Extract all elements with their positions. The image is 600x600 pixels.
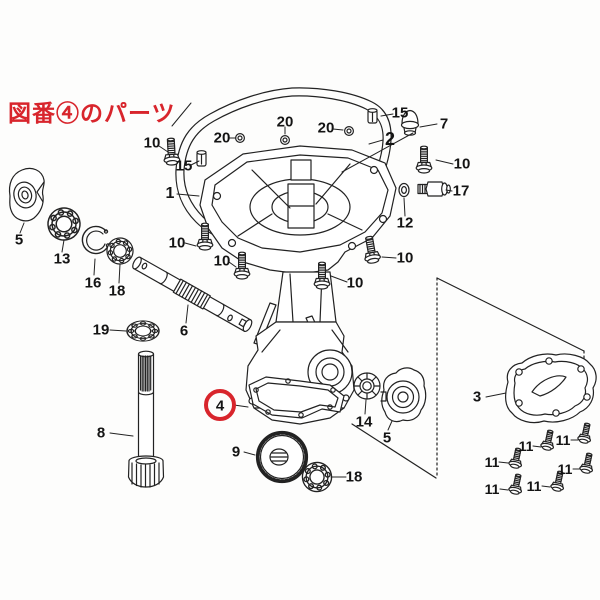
part-10-bolt-icon [415,145,433,174]
part-18-bearing-icon [104,235,136,267]
part-label-10: 10 [143,134,161,152]
part-3-cover-drawing [505,353,597,424]
part-label-5: 5 [382,429,392,447]
part-label-3: 3 [472,388,482,406]
page-title: 図番④のパーツ [8,100,176,126]
highlight-circle-part-4 [204,389,236,421]
part-label-10: 10 [213,252,231,270]
part-5-seal-drawing [8,167,45,222]
part-15-clip-drawing [196,150,207,167]
part-label-18: 18 [345,468,363,486]
part-label-6: 6 [179,322,189,340]
part-4-gasket-drawing [248,376,345,419]
part-20-grommet-icon [344,125,354,136]
part-label-15: 15 [175,157,193,175]
part-8-shaft-drawing [127,350,165,488]
part-label-1: 1 [165,185,175,202]
part-label-20: 20 [276,113,294,131]
leader-lines [19,102,581,491]
part-17-fitting-drawing [417,181,451,197]
part-20-grommet-icon [280,135,290,145]
part-16-snap-ring-drawing [81,225,111,255]
part-5-seal-housing-drawing [380,367,427,423]
part-9-gear-drawing [255,430,309,484]
part-6-shaft-drawing [132,256,253,333]
part-13-bearing-icon [43,203,85,245]
part-label-8: 8 [96,424,106,442]
part-label-10: 10 [168,234,186,252]
part-label-4: 4 [215,397,225,415]
part-11-screw-icon [507,472,526,496]
part-label-10: 10 [453,155,471,173]
part-label-11: 11 [484,454,500,470]
part-label-2: 2 [384,129,396,149]
part-label-10: 10 [396,249,414,267]
part-label-7: 7 [439,115,449,133]
part-12-washer-drawing [398,182,410,198]
part-label-19: 19 [92,321,110,339]
part-label-5: 5 [14,231,24,249]
part-11-screw-icon [576,421,595,445]
part-1-housing-drawing [199,145,397,275]
part-label-10: 10 [346,274,364,292]
part-label-15: 15 [391,104,409,122]
part-label-11: 11 [518,438,534,454]
part-19-bearing-icon [126,320,160,342]
part-15-clip-drawing [367,108,378,124]
part-label-14: 14 [355,413,373,431]
part-label-9: 9 [231,443,241,461]
part-label-11: 11 [484,481,500,497]
part-label-17: 17 [452,182,470,200]
part-label-20: 20 [213,129,231,147]
part-label-18: 18 [108,282,126,300]
part-label-12: 12 [396,214,414,232]
part-label-11: 11 [557,461,573,477]
part-7-cap-drawing [400,109,420,136]
part-14-bearing-drawing [353,372,381,400]
part-label-11: 11 [526,478,542,494]
part-label-11: 11 [555,432,571,448]
part-20-grommet-icon [235,133,245,143]
part-label-16: 16 [84,274,102,292]
part-label-13: 13 [53,250,71,268]
part-label-20: 20 [317,119,335,137]
part-11-screw-icon [539,428,558,452]
part-11-screw-icon [578,451,597,475]
